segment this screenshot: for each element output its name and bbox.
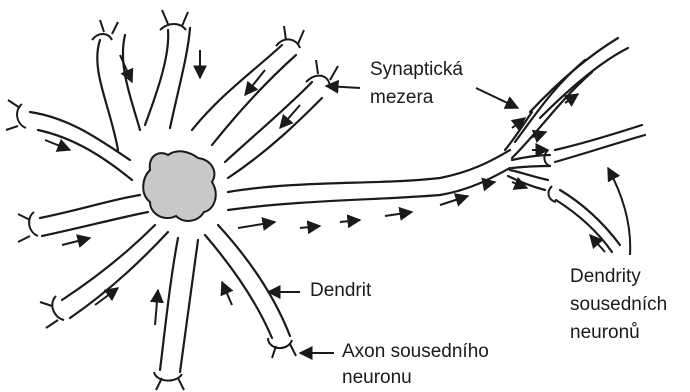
soma — [143, 151, 215, 221]
label-neighbor-dendrites-line2: sousedních — [570, 293, 667, 317]
dendrite-bottom — [160, 238, 178, 370]
terminal-bottom — [154, 372, 184, 390]
flow-arrow — [62, 238, 90, 245]
label-synaptic-gap-line2: mezera — [370, 86, 433, 110]
axon-terminal-top — [530, 38, 618, 112]
terminal-top-left — [92, 20, 118, 40]
flow-arrow — [385, 212, 412, 216]
terminal-top — [160, 10, 188, 30]
dendrite-upper-left — [97, 40, 118, 150]
label-neighbor-dendrites-line3: neuronů — [570, 321, 640, 345]
terminal-neighbor-lower — [549, 186, 556, 202]
flow-arrow — [340, 220, 360, 222]
pointer-synaptic-gap-left — [326, 86, 360, 88]
label-neighbor-dendrites-line1: Dendrity — [570, 265, 641, 289]
pointer-synaptic-gap-right — [476, 88, 518, 108]
synaptic-terminals — [6, 10, 556, 390]
dendrite-lower-left — [40, 195, 140, 218]
terminal-left — [6, 100, 26, 130]
label-neighbor-axon-line1: Axon sousedního — [342, 340, 489, 364]
label-dendrite: Dendrit — [310, 279, 371, 303]
neighbor-dendrite-lower — [560, 190, 620, 245]
flow-arrow — [222, 282, 232, 305]
dendrite-upper-right — [192, 45, 282, 130]
dendrite-top — [145, 30, 168, 125]
axon-branch-top — [505, 112, 532, 150]
label-synaptic-gap-line1: Synaptická — [370, 58, 463, 82]
axon — [228, 150, 510, 192]
pointer-neighbor-dendrites-lower — [590, 235, 605, 252]
terminal-lower-left — [18, 212, 38, 242]
terminal-neighbor-upper — [544, 150, 550, 166]
terminal-upper-right — [276, 26, 304, 48]
flow-arrow — [485, 182, 495, 184]
pointer-neighbor-dendrites-upper — [608, 168, 630, 255]
flow-arrow — [155, 290, 158, 325]
flow-arrow — [440, 196, 468, 205]
flow-arrow — [238, 222, 275, 228]
flow-arrow — [45, 140, 70, 150]
neighbor-dendrite-upper — [555, 125, 642, 150]
flow-arrow — [300, 226, 320, 228]
label-neighbor-axon-line2: neuronu — [342, 366, 412, 390]
terminal-lower-right — [268, 338, 296, 358]
terminal-bottom-left — [40, 296, 64, 328]
